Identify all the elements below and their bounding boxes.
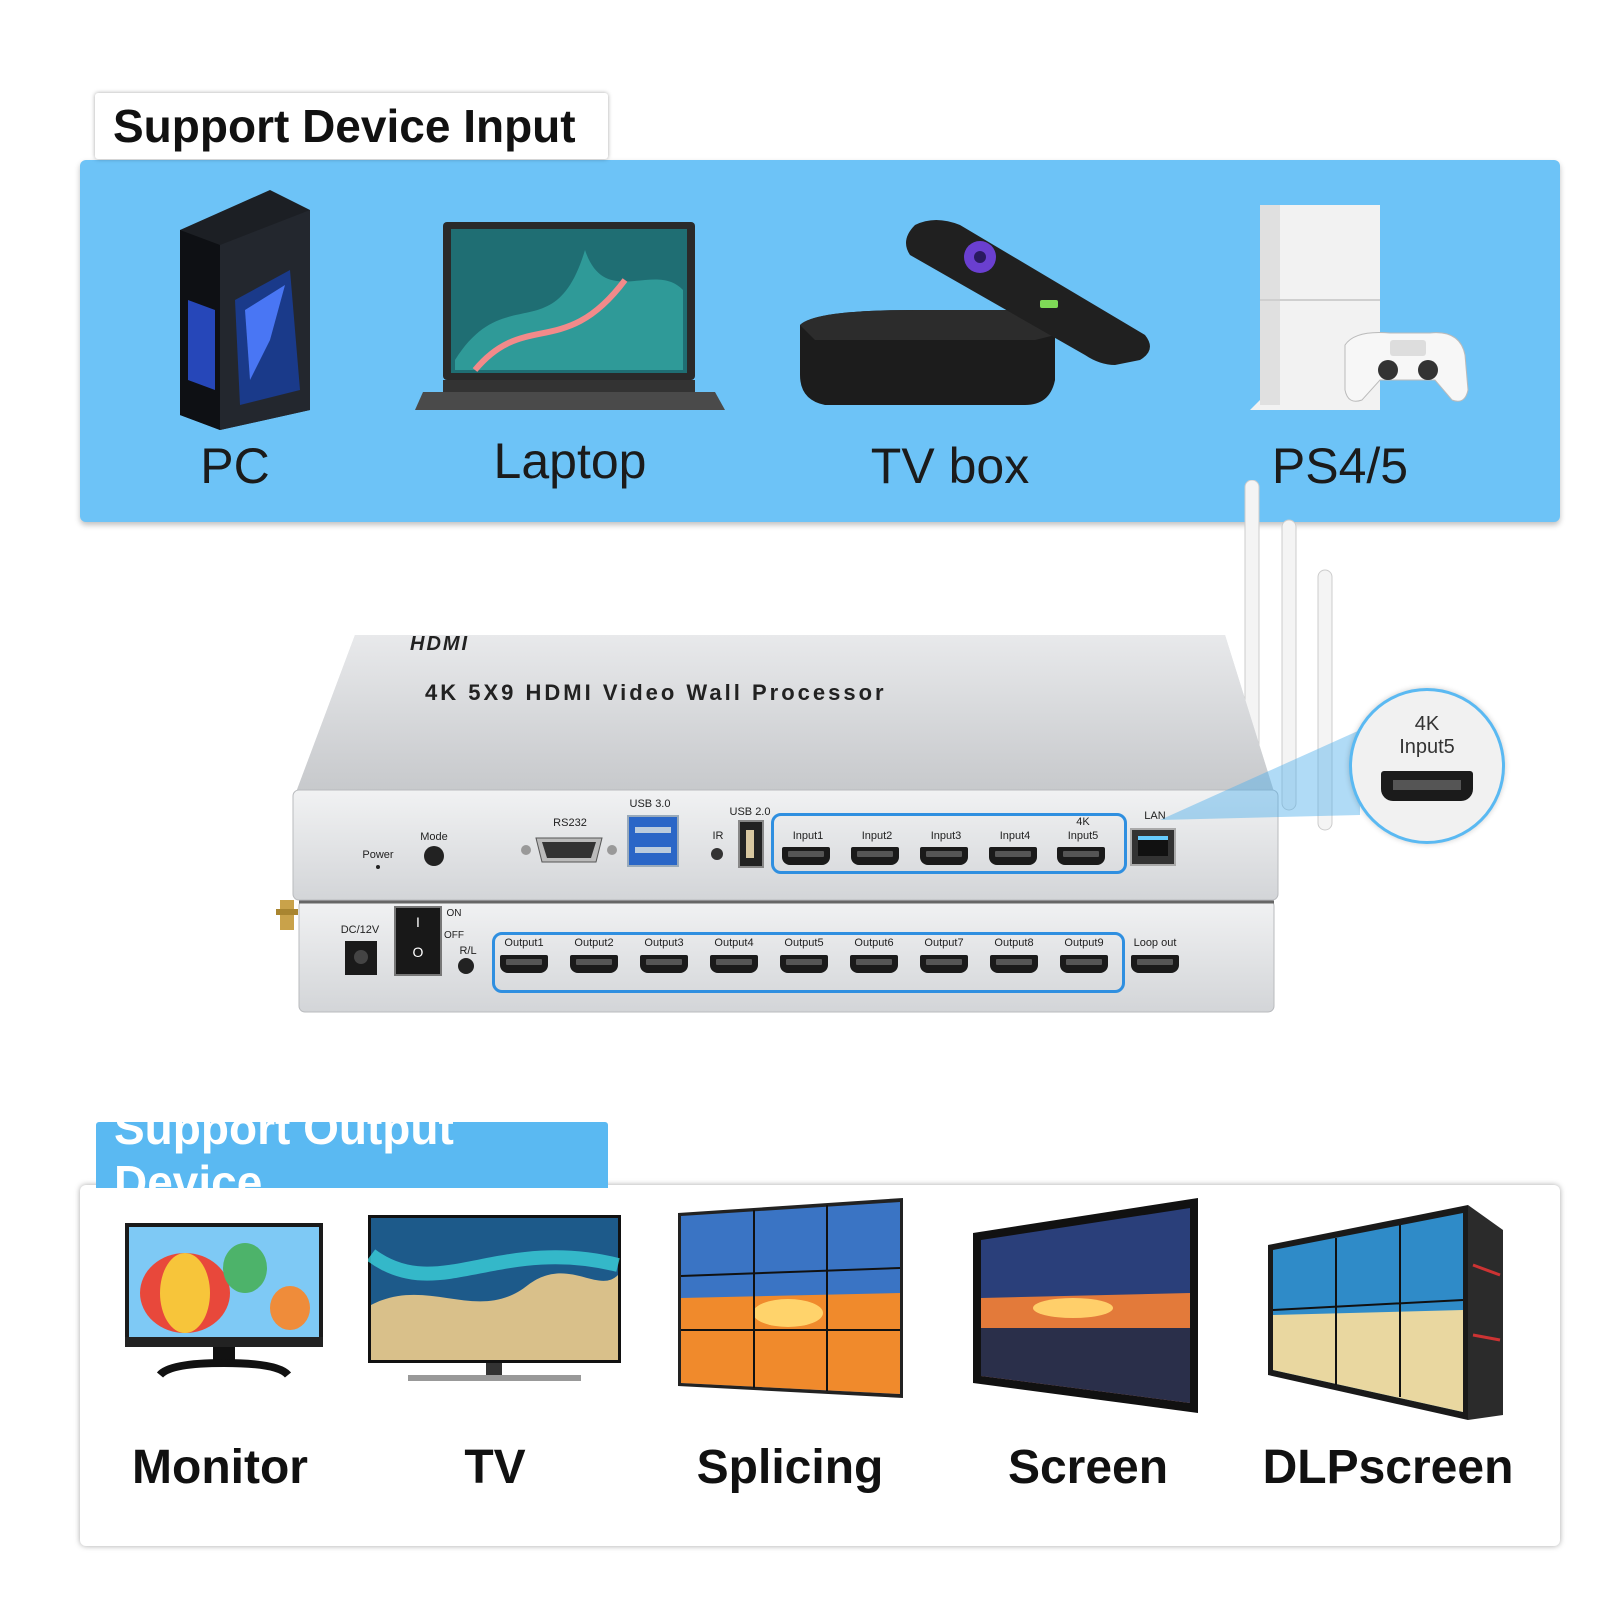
callout-beam (1160, 730, 1360, 820)
input-device-label-laptop: Laptop (493, 433, 647, 489)
output1-label: Output1 (504, 937, 544, 949)
output-section-title: Support Output Device (96, 1102, 608, 1208)
rs232-port[interactable] (520, 835, 618, 865)
lan-label: LAN (1144, 810, 1166, 822)
lan-port[interactable] (1130, 828, 1176, 866)
hdmi-input4-port[interactable] (989, 847, 1037, 865)
input-device-label-pc: PC (200, 438, 270, 494)
power-label: Power (362, 849, 394, 861)
input3-label: Input3 (930, 830, 962, 842)
output3-label: Output3 (644, 937, 684, 949)
callout-line2: Input5 (1399, 736, 1455, 758)
hdmi-input5-port[interactable] (1057, 847, 1105, 865)
output7-label: Output7 (924, 937, 964, 949)
hdmi-output4-port[interactable] (710, 955, 758, 973)
hdmi-output1-port[interactable] (500, 955, 548, 973)
usb2-label: USB 2.0 (729, 806, 771, 818)
hdmi-output8-port[interactable] (990, 955, 1038, 973)
dc-label: DC/12V (340, 924, 380, 936)
game-console-icon (1250, 205, 1469, 410)
input-section-title: Support Device Input (95, 93, 608, 159)
output9-label: Output9 (1064, 937, 1104, 949)
output-device-label-splicing: Splicing (696, 1441, 884, 1494)
dc-jack[interactable] (345, 941, 377, 975)
input-device-label-tv-box: TV box (870, 438, 1030, 494)
outputs-highlight (492, 932, 1125, 993)
off-label: OFF (444, 930, 464, 941)
output2-label: Output2 (574, 937, 614, 949)
pc-tower-icon (180, 190, 310, 430)
inputs-highlight (771, 813, 1127, 874)
output-device-label-monitor: Monitor (132, 1441, 308, 1494)
hdmi-output3-port[interactable] (640, 955, 688, 973)
hdmi-output5-port[interactable] (780, 955, 828, 973)
dlp-wall-icon (1268, 1205, 1503, 1420)
input5-label: Input5 (1067, 830, 1099, 842)
hdmi-output6-port[interactable] (850, 955, 898, 973)
tv-icon (368, 1215, 621, 1381)
ir-label: IR (712, 830, 724, 842)
on-label: ON (446, 908, 462, 919)
power-switch[interactable]: I O (394, 906, 442, 976)
output4-label: Output4 (714, 937, 754, 949)
mode-button[interactable] (424, 846, 444, 866)
output-device-label-screen: Screen (1007, 1441, 1169, 1494)
ir-port[interactable] (711, 848, 723, 860)
hdmi-output2-port[interactable] (570, 955, 618, 973)
monitor-icon (125, 1223, 323, 1378)
hdmi-input1-port[interactable] (782, 847, 830, 865)
input5-callout: 4K Input5 (1349, 688, 1505, 844)
hdmi-logo: HDMI (410, 633, 470, 655)
hdmi-output9-port[interactable] (1060, 955, 1108, 973)
callout-hdmi-port-icon (1381, 771, 1473, 801)
hdmi-output7-port[interactable] (920, 955, 968, 973)
output8-label: Output8 (994, 937, 1034, 949)
output6-label: Output6 (854, 937, 894, 949)
video-wall-icon (678, 1198, 903, 1398)
hdmi-loop-out-port[interactable] (1131, 955, 1179, 973)
mode-label: Mode (420, 831, 448, 843)
output-device-label-tv: TV (464, 1441, 526, 1494)
loop-out-label: Loop out (1133, 937, 1177, 949)
audio-jack[interactable] (458, 958, 474, 974)
hdmi-input2-port[interactable] (851, 847, 899, 865)
input4-label: Input4 (999, 830, 1031, 842)
screen-icon (973, 1198, 1198, 1413)
tv-box-icon (800, 220, 1150, 405)
rs232-label: RS232 (553, 817, 587, 829)
usb3-ports[interactable] (627, 815, 679, 867)
usb2-port[interactable] (738, 820, 764, 868)
callout-line1: 4K (1414, 713, 1440, 735)
power-led (376, 865, 380, 869)
input2-label: Input2 (861, 830, 893, 842)
input-device-label-ps: PS4/5 (1271, 438, 1409, 494)
input5-prefix: 4K (1076, 816, 1090, 828)
input1-label: Input1 (792, 830, 824, 842)
rl-label: R/L (459, 945, 477, 957)
wifi-antennas (1244, 480, 1333, 831)
usb3-label: USB 3.0 (629, 798, 671, 810)
hdmi-input3-port[interactable] (920, 847, 968, 865)
output5-label: Output5 (784, 937, 824, 949)
processor-title: 4K 5X9 HDMI Video Wall Processor (425, 680, 887, 705)
laptop-icon (415, 222, 725, 410)
antenna-connector (276, 900, 298, 930)
output-device-label-dlpscreen: DLPscreen (1262, 1441, 1514, 1494)
